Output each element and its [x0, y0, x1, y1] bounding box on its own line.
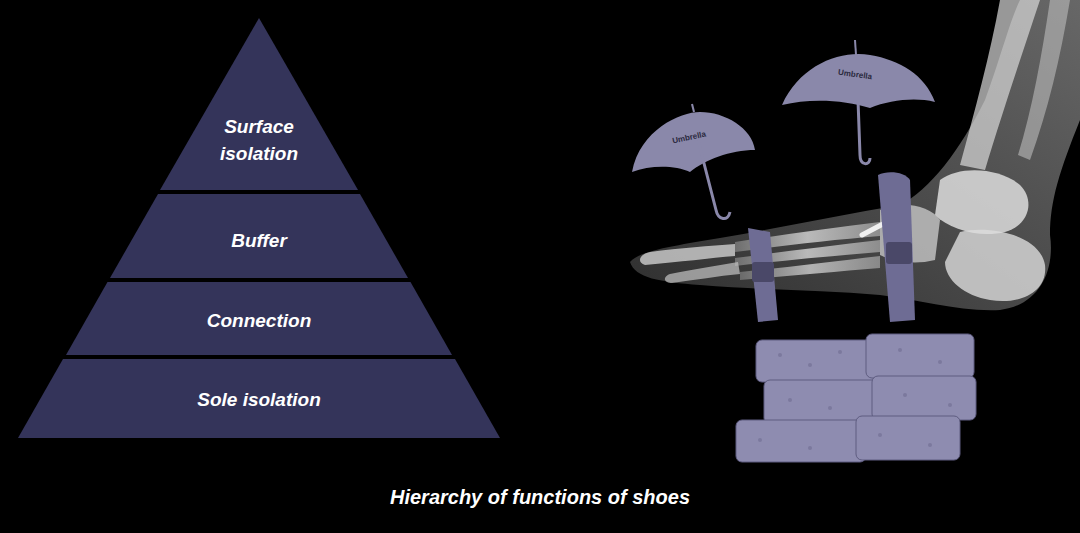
band-shape	[160, 18, 358, 190]
diagram-caption: Hierarchy of functions of shoes	[0, 486, 1080, 509]
pyramid-band: Connection	[66, 282, 452, 355]
pyramid-band: Sole isolation	[18, 359, 500, 438]
band-label: Connection	[129, 307, 389, 334]
band-label: Buffer	[159, 227, 359, 254]
umbrella	[632, 40, 935, 219]
strap	[748, 172, 915, 322]
pyramid-band: Surface isolation	[160, 18, 358, 190]
band-label: Sole isolation	[109, 386, 409, 413]
band-label: Surface isolation	[203, 113, 315, 167]
sponge-texture	[758, 348, 952, 450]
pyramid-band: Buffer	[110, 194, 408, 278]
xray-foot	[630, 0, 1080, 310]
sponge-stack	[736, 334, 976, 462]
